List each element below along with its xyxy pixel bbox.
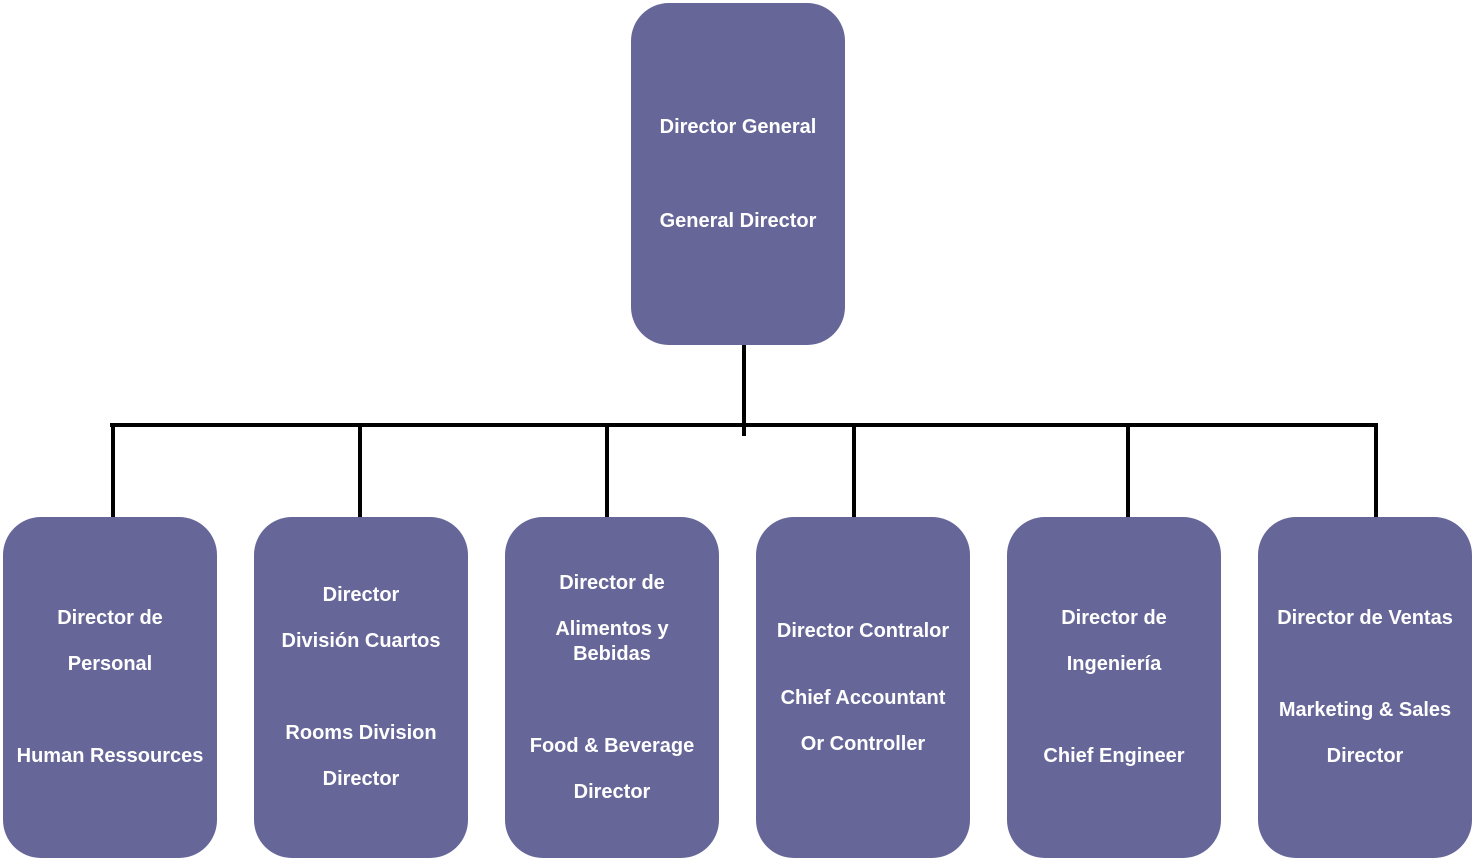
node-label-line: Human Ressources [16,745,204,767]
node-label-line: Director de Ventas [1277,607,1453,629]
node-label-line: Director de [57,607,163,629]
node-director-general: Director General General Director [631,3,845,345]
node-label-line: División Cuartos [281,630,441,652]
node-label-line: Chief Accountant [780,686,946,709]
node-label-line: Alimentos y [555,617,669,640]
node-label-line: Director de [1061,607,1167,629]
node-label-line: Director [573,780,651,803]
node-director-food-beverage: Director de Alimentos y Bebidas Food & B… [505,517,719,858]
node-label-line: Food & Beverage [529,734,695,757]
node-label-line: Director [1326,745,1404,767]
node-label-line: General Director [659,209,817,232]
node-director-personal: Director de Personal Human Ressources [3,517,217,858]
node-label-line: Director General [659,115,817,138]
node-label-line: Director de [559,571,665,594]
node-director-rooms-division: Director División Cuartos Rooms Division… [254,517,468,858]
node-director-sales: Director de Ventas Marketing & Sales Dir… [1258,517,1472,858]
node-label-line: Bebidas [573,642,651,665]
node-label-line: Director [322,768,400,790]
node-label-line: Director [322,584,400,606]
node-label-line: Director Contralor [776,619,950,642]
node-label-line: Rooms Division [285,722,437,744]
node-label-line: Ingeniería [1066,653,1162,675]
node-label-line: Marketing & Sales [1278,699,1452,721]
node-label-line: Chief Engineer [1043,745,1185,767]
node-director-controller: Director Contralor Chief Accountant Or C… [756,517,970,858]
node-label-line: Or Controller [800,732,926,755]
node-label-line: Personal [67,653,153,675]
node-director-engineering: Director de Ingeniería Chief Engineer [1007,517,1221,858]
